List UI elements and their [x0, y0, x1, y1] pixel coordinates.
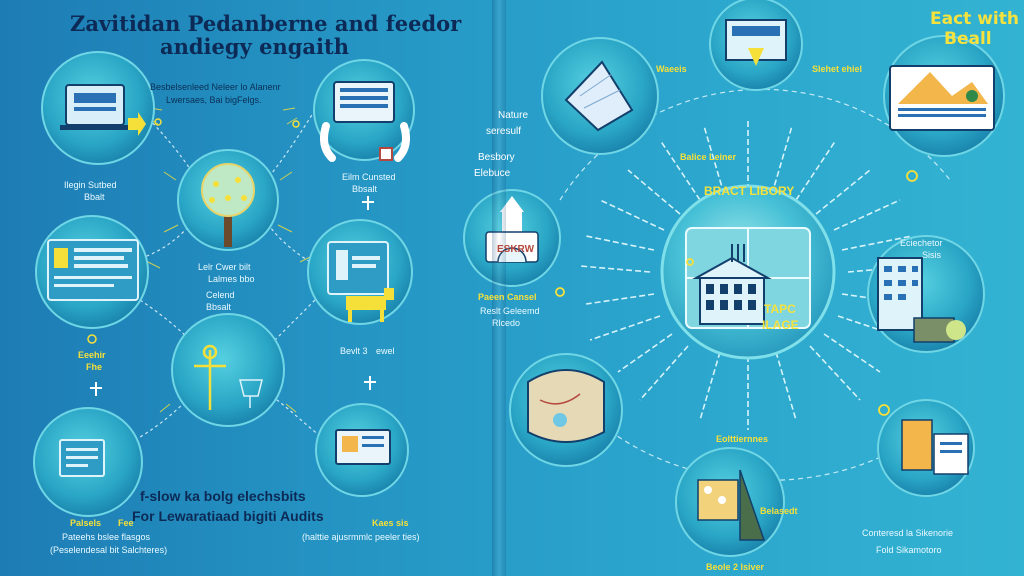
right-bubble-bottomright[interactable] — [877, 399, 975, 497]
bottom-center-label-2: Belasedt — [760, 506, 798, 516]
left-bubble-6[interactable] — [315, 403, 409, 497]
bottom-center-label-1: Eolttiernnes — [716, 434, 769, 444]
bottom-heading-2: For Lewaratiaad bigiti Audits — [132, 508, 324, 524]
right-bubble-left[interactable] — [463, 189, 561, 287]
top-right-label: Slehet ehiel — [812, 64, 863, 74]
node-sub-5: ewel — [376, 346, 395, 356]
center-side-text-1: TAPC — [764, 302, 796, 316]
left-bubble-4[interactable] — [307, 219, 413, 325]
right-bubble-right[interactable] — [867, 235, 985, 353]
node-label-7: Palsels — [70, 518, 102, 528]
mountain-map-icon — [564, 60, 634, 132]
center-heading: BRACT LIBORY — [704, 184, 795, 198]
node-label-6: Celend — [206, 290, 235, 300]
intro-caption-2: Lwersaes, Bai bigFelgs. — [166, 95, 262, 105]
right-node-label-2: Sisis — [922, 250, 942, 260]
bottom-right-caption-1: Conteresd la Sikenorie — [862, 528, 954, 538]
bottom-heading-1: f-slow ka bolg elechsbits — [140, 488, 306, 504]
compass-icon — [194, 344, 226, 410]
tree-icon — [201, 163, 255, 247]
right-bubble-topright[interactable] — [883, 35, 1005, 157]
left-bubble-1[interactable] — [41, 51, 155, 165]
top-label: Waeeis — [656, 64, 687, 74]
library-building-icon — [692, 256, 772, 325]
left-bubble-5[interactable] — [33, 407, 143, 517]
right-title-line1: Eact with — [930, 9, 1019, 29]
bottom-right-caption-2: Fold Sikamotoro — [876, 545, 942, 555]
left-bubble-tree[interactable] — [177, 149, 279, 251]
center-top-label: Balice Leiner — [680, 152, 737, 162]
node-sub-4: Fhe — [86, 362, 103, 372]
node-label-5: Bevlt 3 — [340, 346, 368, 356]
horse-icon — [346, 288, 394, 322]
right-bubble-bottomleft[interactable] — [509, 353, 623, 467]
left-node-label-1: Paeen Cansel — [478, 292, 537, 302]
right-node-label-1: Eciechetor — [900, 238, 943, 248]
panel-divider — [492, 0, 506, 576]
bottom-caption-left-2: (Peselendesal bit Salchteres) — [50, 545, 168, 555]
right-title-line2: Beall — [944, 29, 992, 49]
right-bubble-top[interactable] — [709, 0, 803, 91]
node-sub-7: Fee — [118, 518, 134, 528]
side-text-1: Nature — [498, 110, 529, 121]
node-label-8: Kaes sis — [372, 518, 409, 528]
left-node-label-3: Rlcedo — [492, 318, 521, 328]
left-markers — [90, 196, 376, 396]
right-bubble-mountain[interactable] — [541, 37, 659, 155]
center-side-text-2: ILAGE — [762, 318, 799, 332]
left-bubble-compass[interactable] — [171, 313, 285, 427]
node-label-4: Eeehir — [78, 350, 106, 360]
node-label-3: Lelr Cwer bilt — [198, 262, 251, 272]
left-title-line2: andiegy engaith — [160, 34, 349, 59]
center-bubble[interactable] — [660, 184, 836, 360]
node-sub-1: Bbalt — [84, 192, 105, 202]
computer-icon — [65, 84, 125, 126]
node-sub-6: Bbsalt — [206, 302, 232, 312]
side-text-4: Elebuce — [474, 168, 511, 179]
node-label-1: Ilegin Sutbed — [64, 180, 117, 190]
left-badges — [87, 118, 300, 344]
right-bubble-bottom[interactable] — [675, 447, 785, 557]
bottom-label: Beole 2 lsiver — [706, 562, 765, 572]
left-bubble-3[interactable] — [35, 215, 149, 329]
sign-text: ESKRW — [497, 244, 535, 255]
bottom-caption-left-1: Pateehs bslee flasgos — [62, 532, 151, 542]
side-text-3: Besbory — [478, 152, 515, 163]
left-node-label-2: Reslt Geleemd — [480, 306, 540, 316]
shop-sign-icon — [485, 196, 539, 263]
node-sub-2: Bbsalt — [352, 184, 378, 194]
side-text-2: seresulf — [486, 126, 522, 137]
pillar-building-icon — [901, 419, 933, 471]
intro-caption-1: Besbelsenleed Neleer lo Alanenr — [150, 82, 281, 92]
node-sub-3: Lalmes bbo — [208, 274, 255, 284]
left-title-line1: Zavitidan Pedanberne and feedor — [70, 11, 462, 36]
left-bubble-2[interactable] — [313, 59, 415, 162]
node-label-2: Eilm Cunsted — [342, 172, 396, 182]
bottom-caption-right: (halttie ajusrmmlc peeler ties) — [302, 532, 420, 542]
map-icon — [527, 369, 605, 443]
sparkle-icons — [555, 170, 918, 416]
